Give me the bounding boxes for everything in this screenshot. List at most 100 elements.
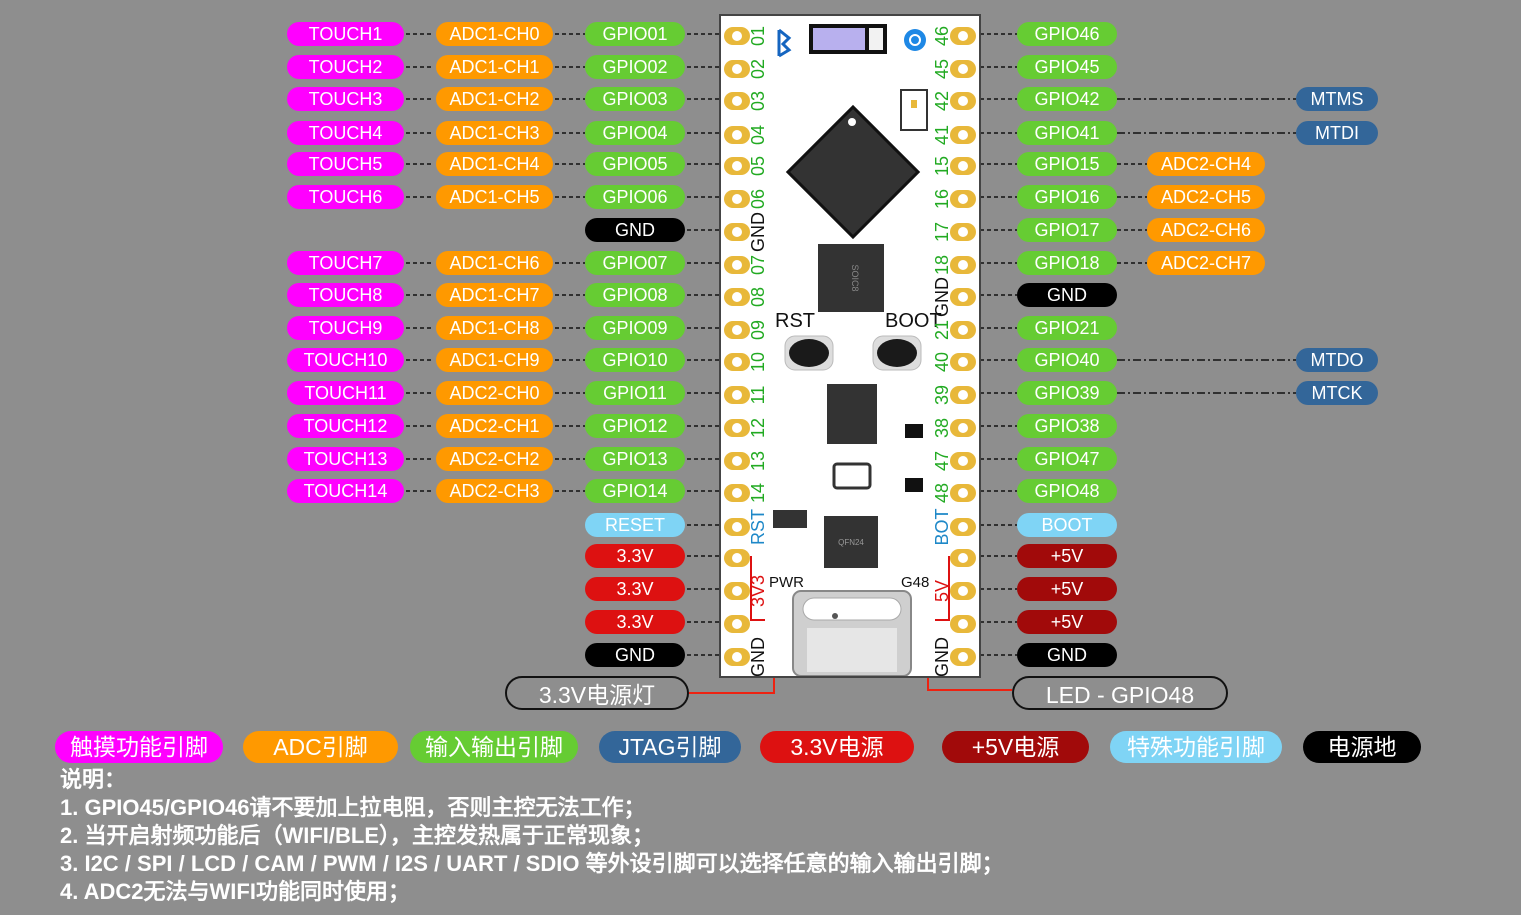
jtag-label: MTCK <box>1296 381 1378 405</box>
pin-label-right: GPIO15 <box>1017 152 1117 176</box>
pin-label-left: GPIO09 <box>585 316 685 340</box>
adc-label: ADC2-CH5 <box>1147 185 1265 209</box>
boot-button[interactable] <box>872 335 922 371</box>
adc-label: ADC2-CH7 <box>1147 251 1265 275</box>
board-pin-number: GND <box>932 277 952 317</box>
pin-pad <box>724 484 750 502</box>
board-pin-number: 39 <box>932 385 952 405</box>
adc-label: ADC2-CH4 <box>1147 152 1265 176</box>
pin-pad <box>724 92 750 110</box>
adc-label: ADC2-CH2 <box>436 447 553 471</box>
pin-pad <box>950 353 976 371</box>
adc-label: ADC1-CH9 <box>436 348 553 372</box>
board-pin-number: 01 <box>748 26 768 46</box>
pin-pad <box>950 256 976 274</box>
pin-label-right: GPIO46 <box>1017 22 1117 46</box>
board-pin-number: GND <box>748 637 768 676</box>
jtag-label: MTMS <box>1296 87 1378 111</box>
pin-pad <box>724 126 750 144</box>
notes-title: 说明： <box>60 767 127 792</box>
pin-pad <box>950 288 976 306</box>
pin-label-left: GPIO04 <box>585 121 685 145</box>
pin-label-right: GPIO42 <box>1017 87 1117 111</box>
board-pin-number: 18 <box>932 255 952 275</box>
wireless-icon <box>904 29 926 51</box>
pin-pad <box>950 92 976 110</box>
board-pin-number: 02 <box>748 59 768 79</box>
board-pin-number: 16 <box>932 189 952 209</box>
board-pin-number: 48 <box>932 483 952 503</box>
board-pin-number: 46 <box>932 26 952 46</box>
pin-label-left: GPIO07 <box>585 251 685 275</box>
pin-pad <box>724 353 750 371</box>
board-pin-number: GND <box>932 637 952 676</box>
pin-label-right: GPIO38 <box>1017 414 1117 438</box>
board-pin-number: 14 <box>748 483 768 503</box>
touch-label: TOUCH1 <box>287 22 404 46</box>
pin-label-right: GPIO18 <box>1017 251 1117 275</box>
adc-label: ADC1-CH0 <box>436 22 553 46</box>
pin-label-right: GPIO17 <box>1017 218 1117 242</box>
board-pin-number: 3V3 <box>748 575 768 607</box>
power-led-callout: 3.3V电源灯 <box>505 676 689 710</box>
board-pin-number: 17 <box>932 222 952 242</box>
pin-pad <box>950 419 976 437</box>
pin-pad <box>950 648 976 666</box>
legend-item: 3.3V电源 <box>760 731 914 763</box>
chip-marker <box>848 118 856 126</box>
pin-pad <box>724 648 750 666</box>
adc-label: ADC2-CH6 <box>1147 218 1265 242</box>
pin-pad <box>950 223 976 241</box>
pin-pad <box>950 549 976 567</box>
board-pin-number: 08 <box>748 287 768 307</box>
board-pin-number: 12 <box>748 418 768 438</box>
pin-label-left: 3.3V <box>585 544 685 568</box>
pin-label-right: +5V <box>1017 544 1117 568</box>
pin-pad <box>724 582 750 600</box>
pin-pad <box>950 582 976 600</box>
pin-label-right: GPIO48 <box>1017 479 1117 503</box>
pin-label-right: +5V <box>1017 610 1117 634</box>
adc-label: ADC1-CH8 <box>436 316 553 340</box>
pin-pad <box>724 60 750 78</box>
board-pin-number: 38 <box>932 418 952 438</box>
jtag-label: MTDI <box>1296 121 1378 145</box>
pin-label-left: GPIO12 <box>585 414 685 438</box>
board-pin-number: 41 <box>932 125 952 145</box>
adc-label: ADC1-CH4 <box>436 152 553 176</box>
power-bracket <box>750 556 765 621</box>
pin-label-left: GPIO10 <box>585 348 685 372</box>
pin-label-left: GPIO02 <box>585 55 685 79</box>
rst-button[interactable] <box>784 335 834 371</box>
pin-label-left: GPIO11 <box>585 381 685 405</box>
pin-label-right: +5V <box>1017 577 1117 601</box>
board-pin-number: RST <box>748 509 768 545</box>
pin-label-left: GPIO01 <box>585 22 685 46</box>
usb-c-connector[interactable] <box>792 590 912 676</box>
pin-pad <box>950 27 976 45</box>
pin-label-left: GPIO06 <box>585 185 685 209</box>
pin-label-right: GND <box>1017 643 1117 667</box>
pin-label-right: GPIO45 <box>1017 55 1117 79</box>
antenna-block <box>809 24 887 54</box>
board-pin-number: 06 <box>748 189 768 209</box>
pin-pad <box>950 60 976 78</box>
note-line-3: 3. I2C / SPI / LCD / CAM / PWM / I2S / U… <box>60 851 1004 876</box>
board-pin-number: BOT <box>932 508 952 545</box>
note-line-1: 1. GPIO45/GPIO46请不要加上拉电阻，否则主控无法工作； <box>60 795 646 820</box>
legend-item: ADC引脚 <box>243 731 398 763</box>
adc-label: ADC1-CH2 <box>436 87 553 111</box>
adc-label: ADC1-CH3 <box>436 121 553 145</box>
usb-serial-chip <box>827 384 877 444</box>
pin-label-left: GPIO05 <box>585 152 685 176</box>
pin-pad <box>724 518 750 536</box>
touch-label: TOUCH14 <box>287 479 404 503</box>
touch-label: TOUCH11 <box>287 381 404 405</box>
board-pin-number: 07 <box>748 255 768 275</box>
flash-chip-label: SOIC8 <box>850 264 860 291</box>
board-pin-number: 47 <box>932 451 952 471</box>
pin-label-left: GPIO03 <box>585 87 685 111</box>
touch-label: TOUCH13 <box>287 447 404 471</box>
pin-label-right: BOOT <box>1017 513 1117 537</box>
adc-label: ADC1-CH7 <box>436 283 553 307</box>
